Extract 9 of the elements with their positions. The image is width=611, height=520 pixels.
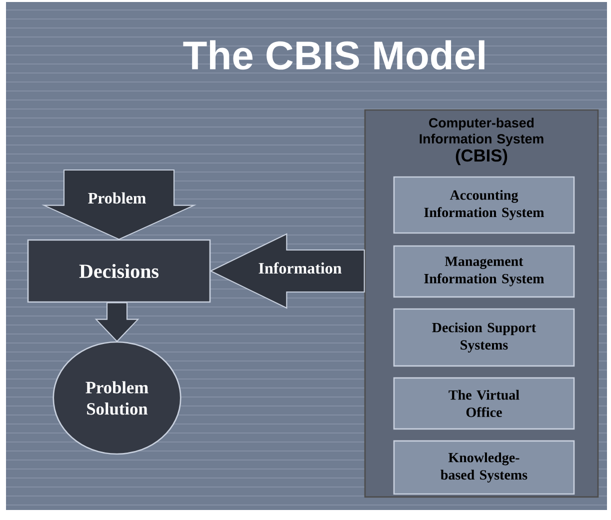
system-box: Knowledge-based Systems — [393, 440, 575, 495]
edge-label: Information — [256, 260, 344, 276]
title: The CBIS Model — [183, 40, 484, 70]
system-box: Management Information System — [393, 245, 575, 298]
system-box: The Virtual Office — [393, 377, 575, 430]
edge-label: Problem — [86, 191, 148, 205]
system-box: Accounting Information System — [393, 176, 575, 234]
decision-box: Decisions — [27, 239, 211, 303]
system-box: Decision Support Systems — [393, 308, 575, 367]
